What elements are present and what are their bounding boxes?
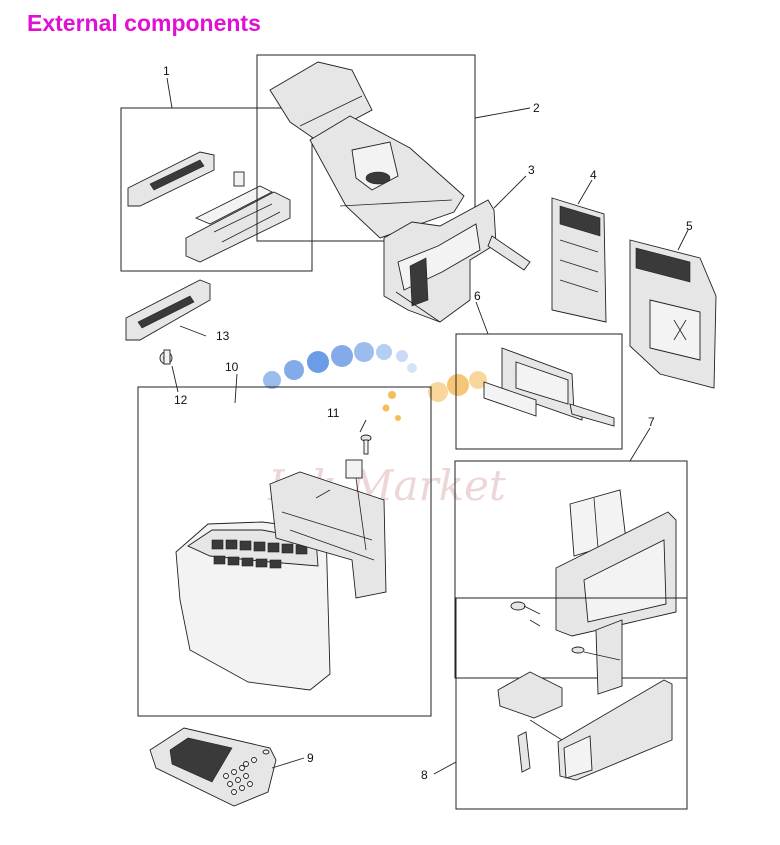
- callout-numbers: 1 2 3 4 5 6 7 8 9 10 11 12 13: [163, 64, 693, 782]
- callout-2: 2: [533, 101, 540, 115]
- callout-6: 6: [474, 289, 481, 303]
- part-9-control-panel: [149, 727, 277, 807]
- callout-4: 4: [590, 168, 597, 182]
- callout-8: 8: [421, 768, 428, 782]
- callout-8-box: [455, 597, 688, 810]
- callout-6-box: [455, 333, 623, 450]
- callout-2-box: [256, 54, 476, 242]
- part-2-output-bin: [269, 61, 465, 239]
- callout-12: 12: [174, 393, 188, 407]
- part-13-bracket: [125, 279, 211, 341]
- callout-13: 13: [216, 329, 230, 343]
- callout-9: 9: [307, 751, 314, 765]
- callout-7-box: [454, 460, 688, 679]
- callout-10: 10: [225, 360, 239, 374]
- callout-1-box: [120, 107, 313, 272]
- part-4-side-panel: [551, 197, 607, 323]
- page-title: External components: [27, 10, 261, 36]
- part-10-front-door: [175, 459, 387, 691]
- part-1-tray-cover: [127, 151, 291, 263]
- part-5-rear-panel: [629, 239, 717, 389]
- leader-lines: [166, 77, 689, 775]
- callout-11: 11: [327, 406, 340, 420]
- part-8-lower-door: [497, 619, 673, 781]
- callout-10-box: [137, 386, 432, 717]
- part-12-gear: [159, 349, 173, 365]
- part-6-panel: [483, 347, 615, 427]
- part-3-frame: [383, 199, 531, 323]
- part-11-screw: [360, 434, 372, 455]
- callout-5: 5: [686, 219, 693, 233]
- part-7-right-door: [510, 489, 677, 637]
- callout-7: 7: [648, 415, 655, 429]
- callout-3: 3: [528, 163, 535, 177]
- callout-1: 1: [163, 64, 170, 78]
